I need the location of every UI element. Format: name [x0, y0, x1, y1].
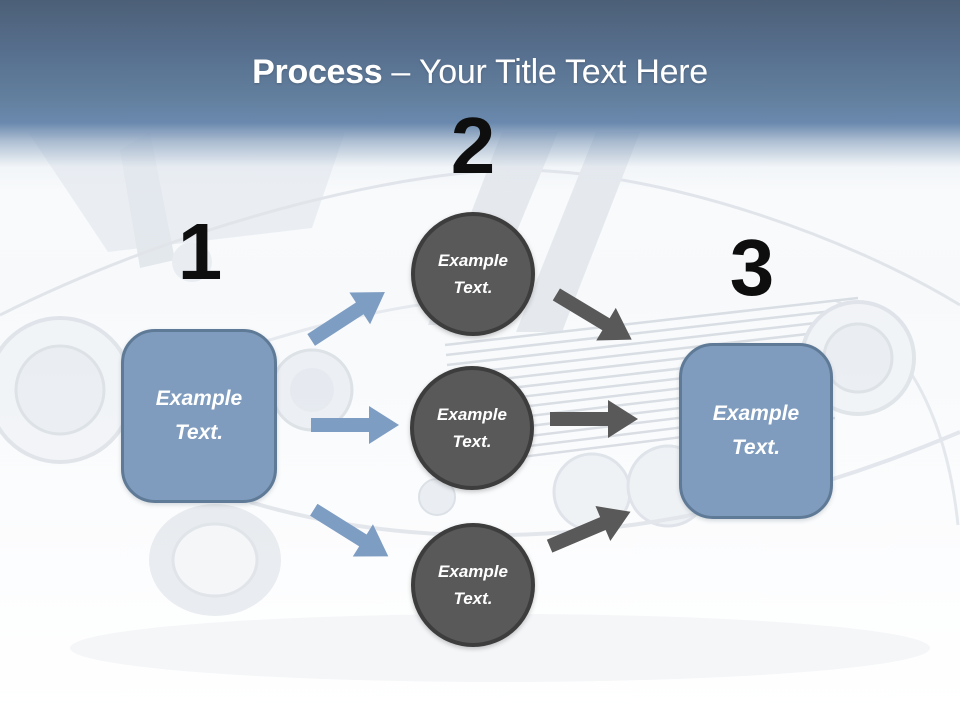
step-1-box-label: Example Text. [155, 387, 243, 444]
circle-middle-label: Example Text. [437, 404, 507, 451]
gray-arrow-middle-icon [550, 399, 638, 439]
step-1-box: Example Text. [121, 329, 277, 503]
step-1-number: 1 [177, 207, 223, 296]
title-text: Your Title Text Here [419, 53, 708, 91]
title-emphasis: Process [252, 53, 383, 91]
process-circle-bottom: Example Text. [411, 523, 535, 647]
process-circle-middle: Example Text. [410, 366, 534, 490]
gray-arrow-bottom-icon [542, 493, 639, 564]
step-3-box: Example Text. [679, 343, 833, 519]
step-2-number: 2 [450, 101, 496, 190]
circle-top-label: Example Text. [438, 250, 508, 297]
gray-arrow-top-icon [546, 277, 642, 357]
process-circle-top: Example Text. [411, 212, 535, 336]
page-title: Process–Your Title Text Here [0, 52, 960, 93]
title-separator: – [391, 53, 410, 91]
circle-bottom-label: Example Text. [438, 561, 508, 608]
blue-arrow-bottom-icon [303, 493, 399, 574]
blue-arrow-middle-icon [311, 405, 399, 445]
step-3-box-label: Example Text. [712, 402, 800, 459]
step-3-number: 3 [729, 223, 775, 312]
blue-arrow-top-icon [300, 275, 396, 356]
